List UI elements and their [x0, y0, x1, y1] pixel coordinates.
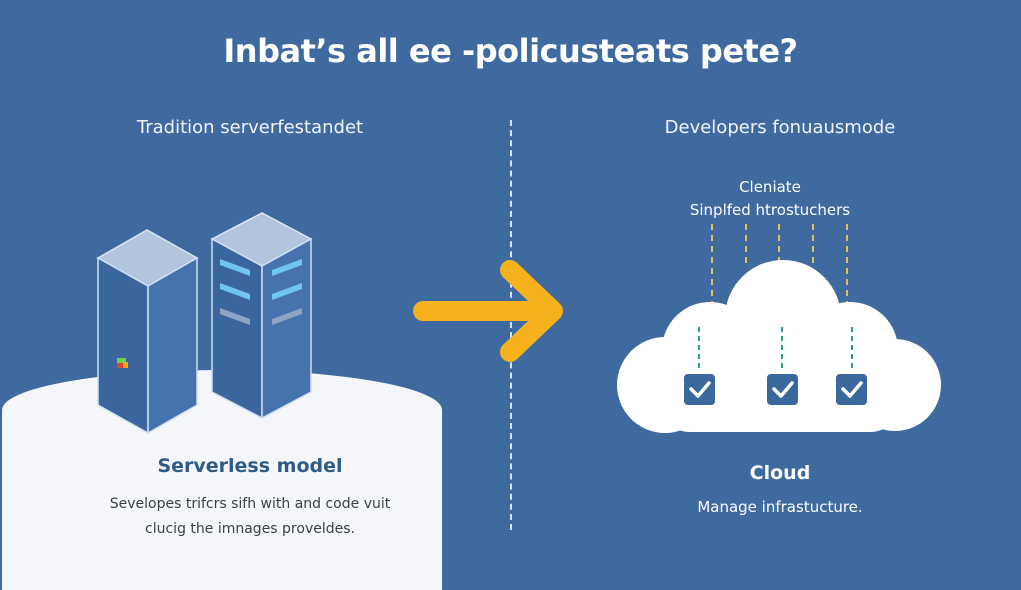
cloud-label: Cleniate Sinplfed htrostuchers	[640, 176, 900, 222]
panel-title: Serverless model	[157, 455, 343, 477]
page-title: Inbat’s all ee -policusteats pete?	[223, 32, 798, 70]
arrow-right-icon	[413, 260, 563, 362]
cloud-label-line1: Cleniate	[739, 178, 801, 196]
checkbox-icon	[836, 374, 867, 405]
cloud-icon	[617, 260, 941, 433]
checkbox-icon	[684, 374, 715, 405]
serverless-panel	[2, 370, 442, 590]
dashed-divider	[510, 120, 512, 530]
panel-desc-line2: clucig the imnages proveldes.	[145, 521, 355, 537]
panel-desc-line1: Sevelopes trifcrs sifh with and code vui…	[109, 496, 391, 512]
right-column-heading: Developers fonuausmode	[664, 117, 896, 138]
cloud-description: Manage infrastucture.	[697, 498, 863, 516]
left-column-heading: Tradition serverfestandet	[136, 117, 364, 138]
server-left	[96, 229, 199, 435]
checkbox-icon	[767, 374, 798, 405]
server-right	[210, 212, 313, 420]
cloud-title: Cloud	[749, 462, 811, 484]
server-rack-icon	[96, 212, 941, 435]
panel-description: Sevelopes trifcrs sifh with and code vui…	[40, 492, 460, 542]
cloud-label-line2: Sinplfed htrostuchers	[689, 201, 851, 219]
